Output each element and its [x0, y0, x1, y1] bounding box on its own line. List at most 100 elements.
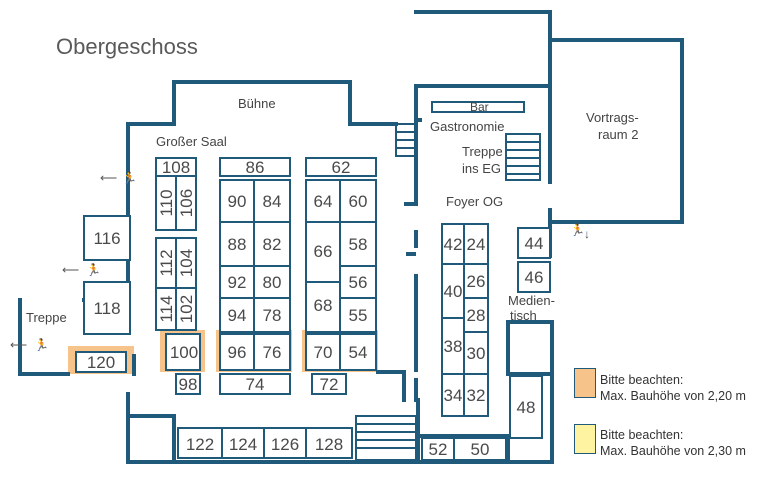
booth-72[interactable] [311, 373, 347, 395]
legend-orange-swatch [574, 368, 596, 398]
booth-128-label: 128 [315, 435, 343, 454]
booth-26-label: 26 [467, 272, 486, 291]
booth-82-label: 82 [263, 235, 282, 254]
booth-108-label: 108 [162, 158, 190, 177]
booth-28[interactable] [463, 297, 489, 333]
stairs-gastro [395, 123, 541, 181]
booth-44[interactable] [517, 227, 551, 259]
booth-98-label: 98 [179, 375, 198, 394]
booth-42-label: 42 [444, 235, 463, 254]
media-desk-label-2: tisch [510, 308, 537, 323]
booth-86[interactable] [219, 157, 291, 177]
booth-40-label: 40 [444, 282, 463, 301]
svg-text:🏃: 🏃 [570, 223, 585, 237]
booth-54[interactable] [339, 333, 377, 371]
bar-label: Bar [470, 100, 489, 114]
booth-102-label: 102 [177, 295, 196, 323]
booth-66-label: 66 [314, 242, 333, 261]
booth-80-label: 80 [263, 273, 282, 292]
booth-46-label: 46 [525, 268, 544, 287]
legend-yellow-line2: Max. Bauhöhe von 2,30 m [600, 444, 746, 458]
legend-yellow-swatch [574, 424, 596, 454]
booth-98[interactable] [175, 373, 201, 395]
booth-88-label: 88 [228, 235, 247, 254]
booth-46[interactable] [517, 261, 551, 293]
booth-30[interactable] [463, 331, 489, 375]
booth-94[interactable] [219, 297, 255, 333]
booth-100-label: 100 [170, 343, 198, 362]
booth-100[interactable] [165, 333, 201, 371]
booth-76[interactable] [253, 333, 291, 371]
booth-122[interactable] [177, 427, 223, 459]
lecture-room-label-2: raum 2 [598, 127, 638, 142]
booth-106[interactable] [175, 175, 197, 231]
booth-92-label: 92 [228, 273, 247, 292]
booth-120-label: 120 [87, 353, 115, 372]
booth-50[interactable] [453, 437, 507, 461]
booth-106-label: 106 [177, 189, 196, 217]
exit-icon: ⟵🏃 [62, 263, 101, 277]
legend-orange-line2: Max. Bauhöhe von 2,20 m [600, 389, 746, 403]
booth-110-label: 110 [157, 189, 176, 216]
booth-56-label: 56 [349, 273, 368, 292]
booth-96[interactable] [219, 333, 255, 371]
booth-102[interactable] [175, 287, 197, 331]
booth-118[interactable] [83, 281, 131, 335]
booth-58[interactable] [339, 221, 377, 267]
booth-48-label: 48 [517, 398, 536, 417]
booth-62[interactable] [305, 157, 377, 177]
svg-text:⟵: ⟵ [62, 263, 79, 277]
booth-126[interactable] [263, 427, 307, 459]
exit-icon: ⟵🏃 [10, 338, 49, 352]
booth-122-label: 122 [186, 435, 214, 454]
booth-48[interactable] [509, 375, 543, 439]
booth-112-label: 112 [157, 249, 176, 276]
booth-55-label: 55 [349, 306, 368, 325]
booth-84[interactable] [253, 179, 291, 223]
booth-82[interactable] [253, 221, 291, 267]
booth-68-label: 68 [314, 296, 333, 315]
booth-124-label: 124 [229, 435, 257, 454]
booth-60-label: 60 [349, 192, 368, 211]
booth-128[interactable] [305, 427, 353, 459]
booth-55[interactable] [339, 297, 377, 333]
booth-80[interactable] [253, 265, 291, 299]
booth-70[interactable] [305, 333, 341, 371]
media-desk-label-1: Medien- [508, 293, 555, 308]
booth-58-label: 58 [349, 235, 368, 254]
stairs-label: Treppe [26, 310, 67, 325]
legend-yellow-line1: Bitte beachten: [600, 428, 684, 442]
booth-118-label: 118 [93, 299, 120, 318]
main-hall-label: Großer Saal [156, 134, 227, 149]
foyer-label: Foyer OG [446, 194, 503, 209]
gastronomy-label: Gastronomie [430, 119, 504, 134]
booth-64-label: 64 [314, 192, 333, 211]
booth-96-label: 96 [228, 343, 247, 362]
booth-32[interactable] [463, 373, 489, 417]
booth-74[interactable] [219, 373, 291, 395]
booth-120[interactable] [75, 351, 127, 373]
booth-90-label: 90 [228, 192, 247, 211]
booth-68[interactable] [305, 281, 341, 333]
booth-38-label: 38 [444, 337, 463, 356]
booth-78[interactable] [253, 297, 291, 333]
booth-24-label: 24 [467, 235, 486, 254]
svg-text:⟵: ⟵ [100, 171, 117, 185]
booth-116[interactable] [83, 215, 131, 261]
booth-116-label: 116 [93, 229, 120, 248]
lecture-room-label-1: Vortrags- [586, 110, 639, 125]
svg-text:🏃: 🏃 [122, 171, 137, 185]
booth-34-label: 34 [444, 386, 463, 405]
booth-70-label: 70 [314, 343, 333, 362]
stairs-eg-label-1: Treppe [462, 144, 503, 159]
booth-32-label: 32 [467, 386, 486, 405]
legend-orange-line1: Bitte beachten: [600, 373, 684, 387]
booth-86-label: 86 [246, 158, 265, 177]
booth-74-label: 74 [246, 375, 265, 394]
legend-orange: Bitte beachten: Max. Bauhöhe von 2,20 m [600, 372, 746, 404]
booth-28-label: 28 [467, 306, 486, 325]
booth-126-label: 126 [271, 435, 299, 454]
booth-26[interactable] [463, 263, 489, 299]
booth-76-label: 76 [263, 343, 282, 362]
